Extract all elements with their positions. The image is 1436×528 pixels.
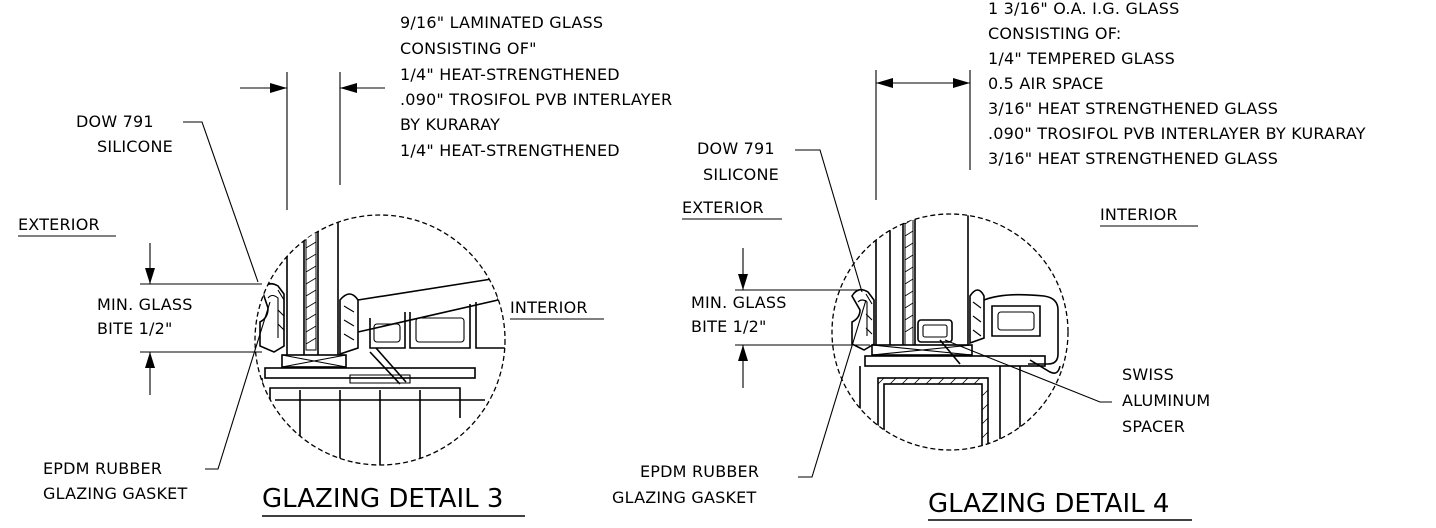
glazing-detail-3: 9/16" LAMINATED GLASS CONSISTING OF" 1/4… xyxy=(18,13,672,517)
d4-bite-dimension xyxy=(735,248,870,388)
d4-gasket-label-1: EPDM RUBBER xyxy=(640,462,759,481)
d4-glass-note-line-2: CONSISTING OF: xyxy=(988,24,1121,43)
d4-glass-note-line-5: 3/16" HEAT STRENGTHENED GLASS xyxy=(988,99,1278,118)
d4-glass-note-line-6: .090" TROSIFOL PVB INTERLAYER BY KURARAY xyxy=(988,124,1366,143)
d4-glass-note-line-4: 0.5 AIR SPACE xyxy=(988,74,1104,93)
d3-section xyxy=(259,215,505,465)
glazing-detail-4: 1 3/16" O.A. I.G. GLASS CONSISTING OF: 1… xyxy=(612,0,1366,521)
d3-glass-note-line-3: 1/4" HEAT-STRENGTHENED xyxy=(400,65,620,84)
d4-glass-dimension xyxy=(875,70,971,200)
d4-exterior-label: EXTERIOR xyxy=(682,198,764,217)
d3-glass-note-line-5: BY KURARAY xyxy=(400,115,500,134)
d4-silicone-leader xyxy=(795,149,863,293)
d4-glass-note-line-1: 1 3/16" O.A. I.G. GLASS xyxy=(988,0,1179,18)
d3-title: GLAZING DETAIL 3 xyxy=(262,484,503,514)
d4-glass-note-line-7: 3/16" HEAT STRENGTHENED GLASS xyxy=(988,149,1278,168)
d4-glass-note-line-3: 1/4" TEMPERED GLASS xyxy=(988,49,1175,68)
d3-interior-label: INTERIOR xyxy=(510,298,588,317)
d3-silicone-label-1: DOW 791 xyxy=(76,112,154,131)
d4-detail-circle xyxy=(831,213,1069,451)
d3-bite-label-2: BITE 1/2" xyxy=(97,319,173,338)
d3-exterior-label: EXTERIOR xyxy=(18,215,100,234)
d4-gasket-label-2: GLAZING GASKET xyxy=(612,488,756,507)
d4-gasket-leader xyxy=(798,299,867,478)
d4-spacer-leader xyxy=(944,339,1112,403)
d3-silicone-label-2: SILICONE xyxy=(97,137,173,156)
d4-spacer-label-2: ALUMINUM xyxy=(1122,391,1210,410)
d3-glass-note-line-2: CONSISTING OF" xyxy=(400,39,537,58)
d3-glass-note-line-1: 9/16" LAMINATED GLASS xyxy=(400,13,603,32)
d4-title: GLAZING DETAIL 4 xyxy=(928,489,1169,519)
d3-glass-note-line-6: 1/4" HEAT-STRENGTHENED xyxy=(400,141,620,160)
d3-silicone-leader xyxy=(183,121,259,283)
d3-gasket-leader xyxy=(205,301,271,470)
d3-bite-dimension xyxy=(140,243,262,395)
d4-silicone-label-2: SILICONE xyxy=(703,165,779,184)
d4-interior-label: INTERIOR xyxy=(1100,205,1178,224)
d4-spacer-label-3: SPACER xyxy=(1122,417,1185,436)
d3-glass-note-line-4: .090" TROSIFOL PVB INTERLAYER xyxy=(400,90,672,109)
d4-silicone-label-1: DOW 791 xyxy=(697,139,775,158)
d4-spacer-label-1: SWISS xyxy=(1122,365,1174,384)
d4-bite-label-1: MIN. GLASS xyxy=(691,293,787,312)
d4-bite-label-2: BITE 1/2" xyxy=(691,317,767,336)
d3-bite-label-1: MIN. GLASS xyxy=(97,295,193,314)
d3-gasket-label-1: EPDM RUBBER xyxy=(43,459,162,478)
d3-gasket-label-2: GLAZING GASKET xyxy=(43,484,187,503)
d3-glass-dimension xyxy=(240,72,385,210)
